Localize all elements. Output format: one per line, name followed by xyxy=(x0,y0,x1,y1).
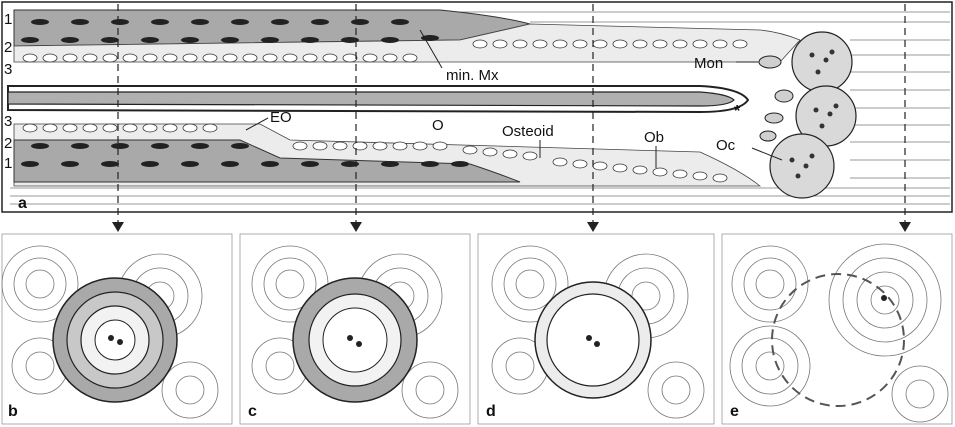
osteoclasts xyxy=(769,31,857,199)
label-osteoclast: Oc xyxy=(716,137,736,154)
panel-a: 1 2 3 3 2 1 min. Mx Mon * EO O Osteoid O… xyxy=(1,1,953,232)
upper-osteoblast-row xyxy=(22,39,748,63)
layer-number-lower: 3 xyxy=(4,113,12,130)
label-monocyte: Mon xyxy=(694,55,723,72)
label-o: O xyxy=(432,117,444,134)
lower-osteoblast-row xyxy=(22,123,728,183)
label-osteoid: Osteoid xyxy=(502,123,554,140)
label-asterisk: * xyxy=(734,103,741,120)
section-guides xyxy=(117,4,906,224)
panel-d: d xyxy=(477,233,715,425)
section-arrows xyxy=(112,222,911,232)
panel-c: c xyxy=(239,233,471,425)
arrow-down-icon xyxy=(587,222,599,232)
upper-osteocytes-row1 xyxy=(31,19,409,25)
leader-lines xyxy=(245,29,783,168)
layer-number-lower: 1 xyxy=(4,155,12,172)
osteon-canal xyxy=(322,307,388,373)
panel-letter-c: c xyxy=(248,403,257,420)
lamella-lines xyxy=(10,11,950,205)
layer-number-upper: 2 xyxy=(4,39,12,56)
arrow-down-icon xyxy=(899,222,911,232)
panel-letter-a: a xyxy=(18,195,27,212)
label-mineralized-matrix: min. Mx xyxy=(446,67,499,84)
panel-letter-b: b xyxy=(8,403,18,420)
osteon-canal xyxy=(94,319,136,361)
label-osteoblast: Ob xyxy=(644,129,664,146)
lower-osteocytes-row xyxy=(21,143,469,167)
upper-osteoid-band xyxy=(13,23,801,63)
label-eo: EO xyxy=(270,109,292,126)
layer-number-upper: 3 xyxy=(4,61,12,78)
layer-number-upper: 1 xyxy=(4,11,12,28)
layer-number-lower: 2 xyxy=(4,135,12,152)
arrow-down-icon xyxy=(350,222,362,232)
blood-vessel-wall xyxy=(7,91,735,107)
osteon-canal xyxy=(546,293,640,387)
osteoclast-cell xyxy=(791,31,853,93)
panel-letter-d: d xyxy=(486,403,496,420)
panel-e: e xyxy=(721,233,953,425)
osteoclast-cell xyxy=(769,133,835,199)
monocytes xyxy=(758,55,794,142)
resorbed-osteon-outline xyxy=(771,273,905,407)
osteoclast-nuclei xyxy=(789,49,839,179)
lower-mineralized-band xyxy=(13,139,521,183)
upper-osteocytes-row2 xyxy=(21,35,439,43)
panel-letter-e: e xyxy=(730,403,739,420)
panel-b: b xyxy=(1,233,233,425)
arrow-down-icon xyxy=(112,222,124,232)
